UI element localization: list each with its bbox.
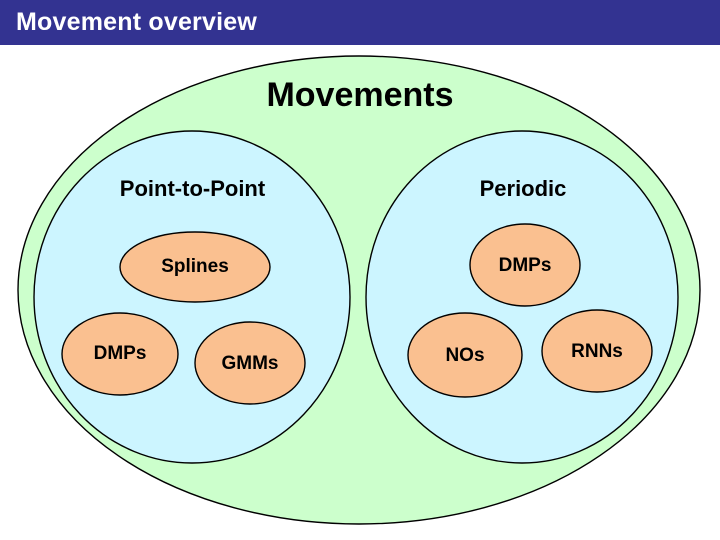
slide-title-bar: Movement overview xyxy=(0,0,720,45)
dmps-left-ellipse xyxy=(61,312,179,396)
page-title: Movement overview xyxy=(16,8,257,36)
nos-ellipse xyxy=(407,312,523,398)
rnns-ellipse xyxy=(541,309,653,393)
splines-ellipse xyxy=(119,231,271,303)
gmms-ellipse xyxy=(194,321,306,405)
dmps-right-ellipse xyxy=(469,223,581,307)
